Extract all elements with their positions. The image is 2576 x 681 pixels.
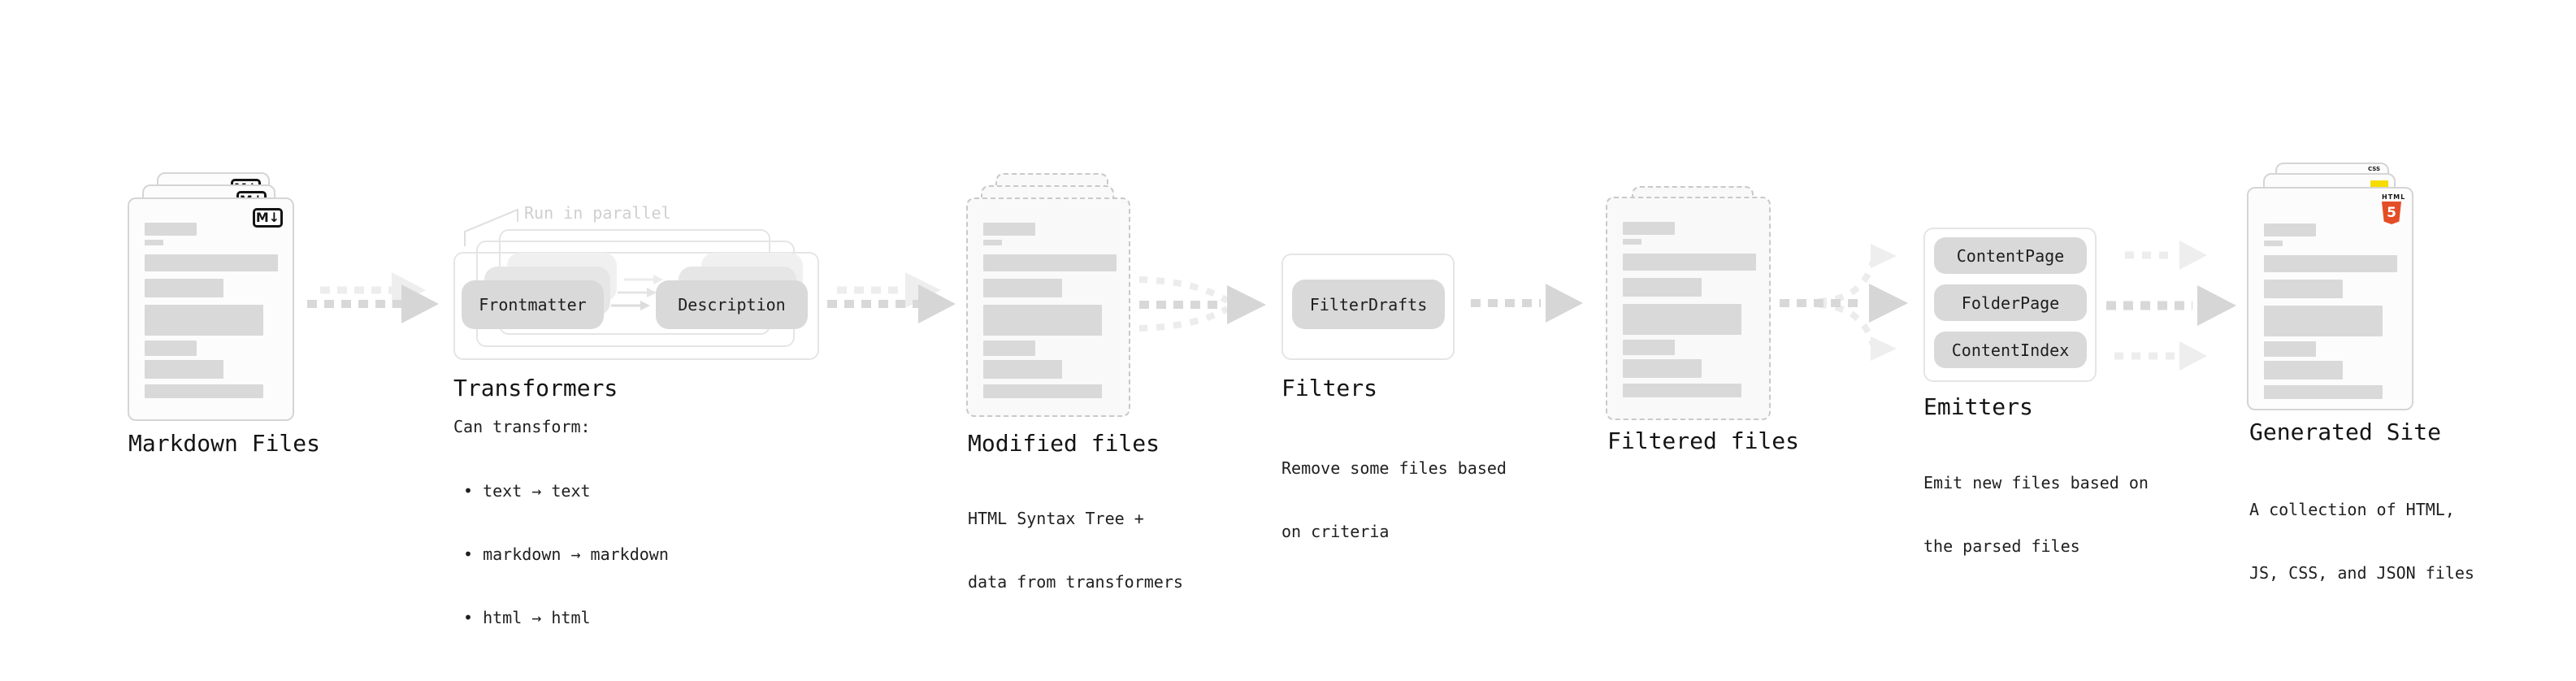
desc-line: A collection of HTML, xyxy=(2249,500,2455,519)
transformers-title: Transformers xyxy=(453,375,618,401)
css-icon-label: CSS xyxy=(2367,166,2381,172)
generated-file-card-front: HTML 5 xyxy=(2247,187,2413,410)
arrow-filtered-to-emitters xyxy=(1780,244,1908,361)
desc-line: HTML Syntax Tree + xyxy=(968,509,1144,528)
markdown-files-title: Markdown Files xyxy=(128,430,321,457)
html5-icon: HTML 5 xyxy=(2382,193,2406,224)
bullet-item: • text → text xyxy=(463,481,591,501)
desc-line: Emit new files based on xyxy=(1923,473,2149,492)
desc-line: on criteria xyxy=(1281,522,1390,541)
folderpage-pill: FolderPage xyxy=(1934,284,2087,321)
transformer-frame-front xyxy=(453,252,819,360)
filters-desc: Remove some files based on criteria xyxy=(1281,415,1507,584)
filtered-files-title: Filtered files xyxy=(1607,427,1800,454)
emitters-desc: Emit new files based on the parsed files xyxy=(1923,430,2149,599)
modified-files-desc: HTML Syntax Tree + data from transformer… xyxy=(968,466,1183,635)
desc-line: Remove some files based xyxy=(1281,458,1507,478)
filtered-file-card-front xyxy=(1606,197,1771,420)
filters-title: Filters xyxy=(1281,375,1378,401)
bullet-item: • html → html xyxy=(463,608,591,627)
bullet-item: • markdown → markdown xyxy=(463,544,669,564)
desc-line: the parsed files xyxy=(1923,536,2080,556)
generated-site-title: Generated Site xyxy=(2249,419,2442,445)
arrow-filters-to-filtered xyxy=(1471,284,1583,323)
document-placeholder-lines xyxy=(2264,200,2397,399)
transformers-subtitle: Can transform: xyxy=(453,417,591,436)
html5-icon-shield: 5 xyxy=(2382,202,2401,224)
arrow-markdown-to-transformers xyxy=(307,272,439,323)
run-in-parallel-note: Run in parallel xyxy=(524,203,671,223)
html5-icon-label: HTML xyxy=(2382,193,2406,201)
contentpage-pill: ContentPage xyxy=(1934,237,2087,274)
frontmatter-pill: Frontmatter xyxy=(462,280,604,329)
modified-files-title: Modified files xyxy=(968,430,1160,457)
emitters-title: Emitters xyxy=(1923,393,2033,420)
filterdrafts-pill: FilterDrafts xyxy=(1292,280,1445,329)
modified-file-card-front xyxy=(966,197,1130,417)
arrow-modified-to-filters xyxy=(1138,276,1266,332)
arrow-emitters-to-generated xyxy=(2106,241,2236,371)
markdown-icon: M↓ xyxy=(253,208,283,228)
document-placeholder-lines xyxy=(145,199,278,398)
description-pill: Description xyxy=(656,280,808,329)
transformers-bullets: • text → text • markdown → markdown • ht… xyxy=(463,438,669,670)
desc-line: JS, CSS, and JSON files xyxy=(2249,563,2474,583)
desc-line: data from transformers xyxy=(968,572,1183,592)
document-placeholder-lines xyxy=(1623,198,1756,397)
document-placeholder-lines xyxy=(983,199,1117,398)
contentindex-pill: ContentIndex xyxy=(1934,332,2087,368)
generated-site-desc: A collection of HTML, JS, CSS, and JSON … xyxy=(2249,457,2474,626)
markdown-file-card-front: M↓ xyxy=(128,197,294,421)
arrow-transformers-to-modified xyxy=(827,272,956,323)
